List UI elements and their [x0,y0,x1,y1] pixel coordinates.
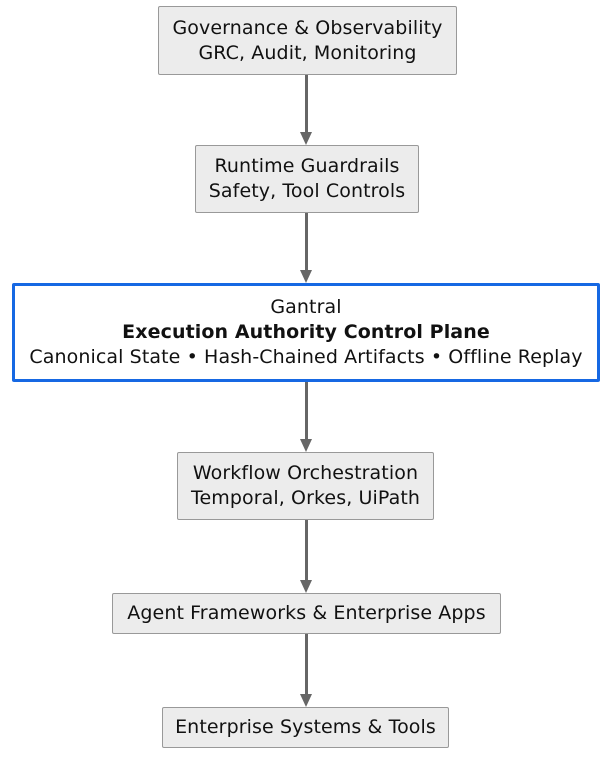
arrow-head-icon [300,132,312,145]
node-agent-frameworks[interactable]: Agent Frameworks & Enterprise Apps [112,593,501,634]
node-gantral-detail: Canonical State • Hash-Chained Artifacts… [29,345,583,368]
node-workflow-title: Workflow Orchestration [192,462,419,485]
node-runtime-subtitle: Safety, Tool Controls [208,180,406,202]
arrow-shaft [305,382,308,439]
node-runtime-guardrails[interactable]: Runtime Guardrails Safety, Tool Controls [195,145,419,213]
node-runtime-title: Runtime Guardrails [214,155,400,178]
node-governance-subtitle: GRC, Audit, Monitoring [198,41,417,64]
arrow-shaft [305,213,308,270]
arrow-shaft [305,75,308,132]
node-governance-title: Governance & Observability [172,16,443,39]
node-gantral-control-plane[interactable]: Gantral Execution Authority Control Plan… [12,283,600,382]
arrow-head-icon [300,270,312,283]
arrow-shaft [305,520,308,580]
node-agent-title: Agent Frameworks & Enterprise Apps [127,602,486,625]
node-gantral-title: Gantral [270,296,342,319]
arrow-head-icon [300,694,312,707]
node-enterprise-title: Enterprise Systems & Tools [175,716,436,739]
node-workflow-orchestration[interactable]: Workflow Orchestration Temporal, Orkes, … [177,452,434,520]
arrow-shaft [305,634,308,694]
node-enterprise-systems[interactable]: Enterprise Systems & Tools [162,707,449,748]
node-workflow-subtitle: Temporal, Orkes, UiPath [190,487,421,509]
arrow-head-icon [300,439,312,452]
node-governance-observability[interactable]: Governance & Observability GRC, Audit, M… [158,6,457,75]
node-gantral-subtitle: Execution Authority Control Plane [122,321,490,344]
arrow-head-icon [300,580,312,593]
